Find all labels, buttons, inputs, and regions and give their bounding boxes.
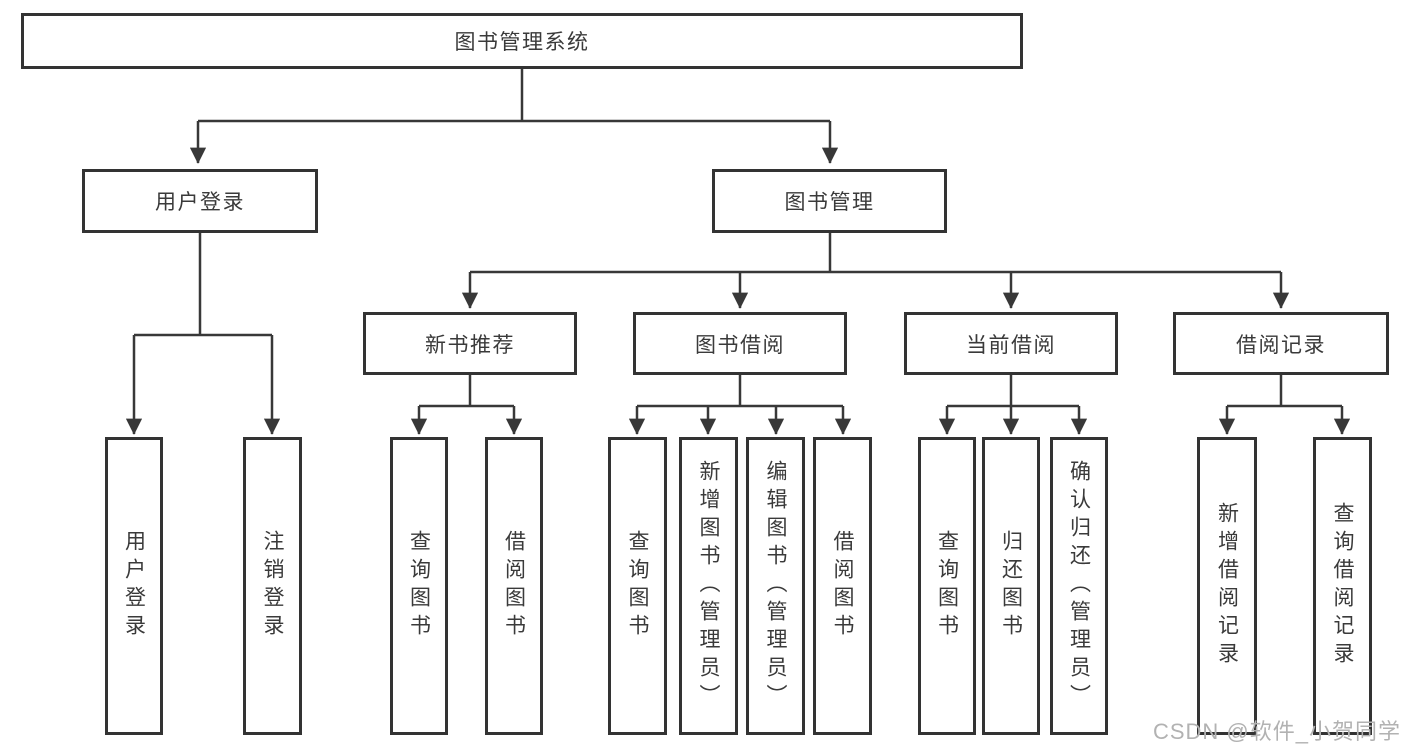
node-new-books-label: 新书推荐 [425, 333, 515, 357]
leaf-confirm-return-admin-label: 确认归还（管理员） [1067, 460, 1091, 712]
connector-borrow-records-to-leaves [1218, 374, 1351, 435]
leaf-logout-label: 注销登录 [261, 530, 284, 642]
leaf-user-login-label: 用户登录 [122, 530, 146, 642]
leaf-borrow-books-new: 借阅图书 [485, 437, 543, 735]
node-book-management-label: 图书管理 [784, 191, 875, 214]
node-borrow-records: 借阅记录 [1173, 312, 1389, 375]
node-current-borrow: 当前借阅 [904, 312, 1118, 375]
leaf-logout: 注销登录 [243, 437, 302, 735]
connector-book-borrow-to-leaves [628, 374, 852, 435]
leaf-edit-book-admin-label: 编辑图书（管理员） [764, 460, 787, 712]
leaf-query-borrow-record-label: 查询借阅记录 [1331, 502, 1354, 670]
leaf-query-books-borrow-label: 查询图书 [626, 530, 649, 642]
connector-new-books-to-leaves [410, 374, 523, 435]
leaf-query-books-current: 查询图书 [918, 437, 976, 735]
node-root-label: 图书管理系统 [454, 31, 590, 54]
leaf-query-books-new: 查询图书 [390, 437, 448, 735]
connector-root-to-level1 [189, 69, 839, 164]
leaf-query-books-new-label: 查询图书 [407, 530, 431, 642]
leaf-borrow-books-borrow-label: 借阅图书 [831, 530, 854, 642]
node-user-login-label: 用户登录 [155, 191, 245, 214]
leaf-borrow-books-borrow: 借阅图书 [813, 437, 872, 735]
connector-current-borrow-to-leaves [938, 374, 1088, 435]
leaf-return-book-label: 归还图书 [999, 530, 1023, 642]
watermark: CSDN @软件_小贺同学 [1152, 719, 1401, 744]
leaf-user-login: 用户登录 [105, 437, 163, 735]
leaf-add-book-admin-label: 新增图书（管理员） [697, 460, 720, 712]
leaf-borrow-books-new-label: 借阅图书 [502, 530, 526, 642]
node-current-borrow-label: 当前借阅 [966, 333, 1056, 357]
connector-user-login-to-leaves [125, 233, 281, 435]
leaf-edit-book-admin: 编辑图书（管理员） [746, 437, 805, 735]
node-user-login: 用户登录 [82, 169, 318, 233]
node-borrow-records-label: 借阅记录 [1236, 333, 1326, 357]
leaf-query-books-borrow: 查询图书 [608, 437, 667, 735]
node-book-management: 图书管理 [712, 169, 947, 233]
leaf-confirm-return-admin: 确认归还（管理员） [1050, 437, 1108, 735]
leaf-query-borrow-record: 查询借阅记录 [1313, 437, 1372, 735]
node-new-books: 新书推荐 [363, 312, 577, 375]
node-root: 图书管理系统 [21, 13, 1023, 69]
leaf-add-borrow-record-label: 新增借阅记录 [1215, 502, 1239, 670]
leaf-query-books-current-label: 查询图书 [935, 530, 959, 642]
leaf-add-borrow-record: 新增借阅记录 [1197, 437, 1257, 735]
node-book-borrow: 图书借阅 [633, 312, 847, 375]
node-book-borrow-label: 图书借阅 [695, 333, 785, 357]
connector-book-management-to-level2 [461, 233, 1290, 309]
leaf-add-book-admin: 新增图书（管理员） [679, 437, 738, 735]
leaf-return-book: 归还图书 [982, 437, 1040, 735]
